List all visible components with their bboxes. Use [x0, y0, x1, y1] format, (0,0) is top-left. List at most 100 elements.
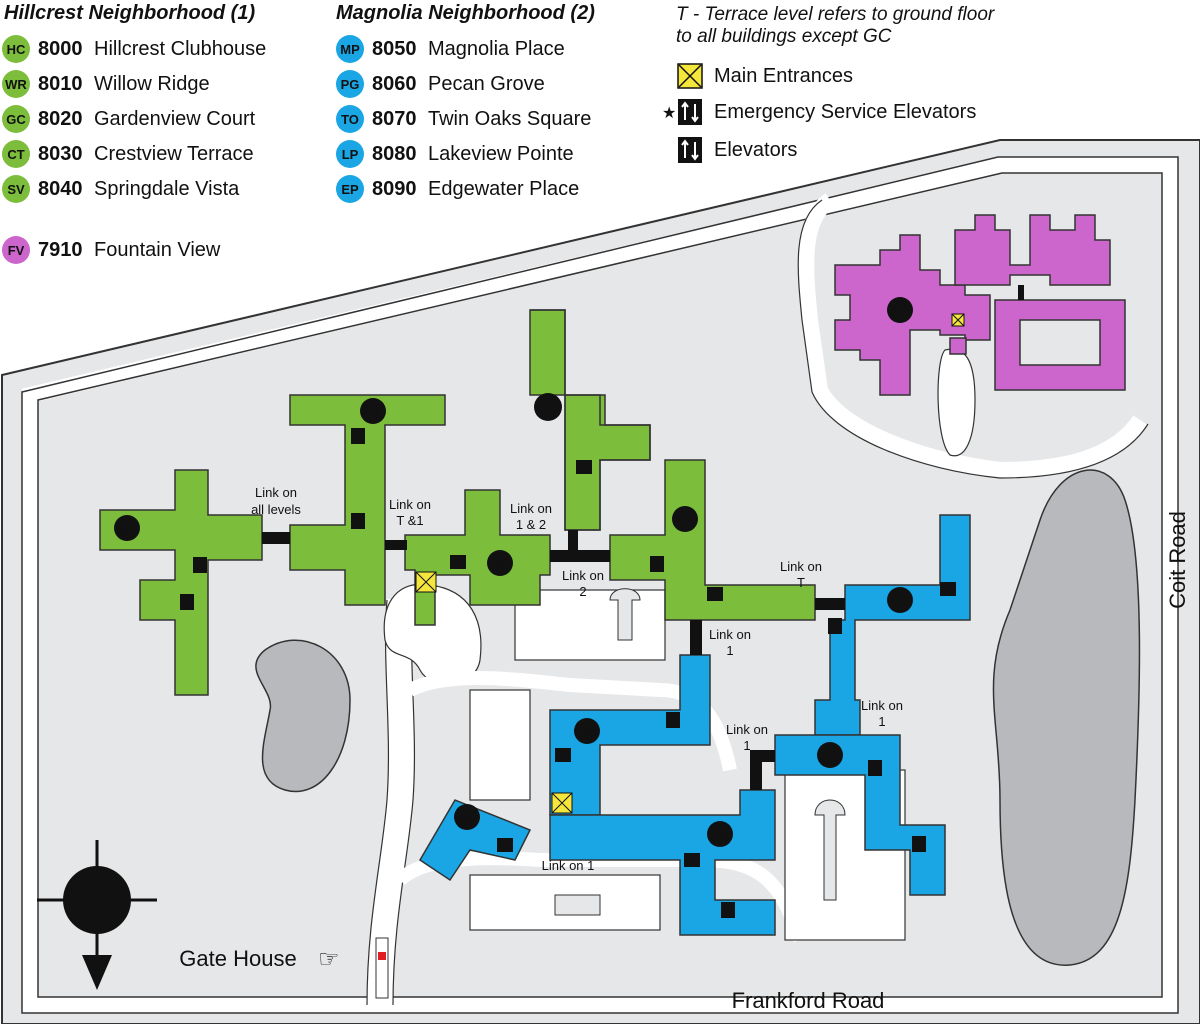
legend-code: 8010	[38, 72, 83, 95]
main-entry-road	[367, 598, 415, 1006]
coit-road-label: Coit Road	[1165, 511, 1190, 609]
fv-drive	[798, 193, 1147, 479]
key-main-entrances: Main Entrances	[676, 62, 853, 90]
elevator-markers	[180, 428, 956, 918]
frankford-road-label: Frankford Road	[732, 988, 885, 1013]
legend-code: 8040	[38, 177, 83, 200]
svg-text:Link on: Link on	[562, 568, 604, 583]
elevator-icon	[676, 136, 704, 164]
key-emergency-elevators: ★ Emergency Service Elevators	[660, 98, 976, 126]
legend-name: Lakeview Pointe	[428, 142, 574, 165]
svg-text:GC: GC	[539, 401, 557, 415]
pg-badge: PG	[336, 70, 364, 98]
badge-sv[interactable]: SV	[114, 515, 140, 541]
legend-code: 7910	[38, 238, 83, 261]
svg-text:Link on: Link on	[389, 497, 431, 512]
badge-pg[interactable]: PG	[574, 718, 600, 744]
lp-badge: LP	[336, 140, 364, 168]
main-entrance-pg	[551, 792, 573, 814]
building-hc[interactable]	[404, 489, 551, 626]
main-entrances-label: Main Entrances	[714, 64, 853, 87]
svg-text:T &1: T &1	[396, 513, 423, 528]
svg-text:N: N	[85, 883, 108, 919]
gate-house-label: Gate House	[179, 946, 296, 971]
fv-badge: FV	[2, 236, 30, 264]
legend-name: Springdale Vista	[94, 177, 240, 200]
building-lp[interactable]	[774, 734, 946, 896]
badge-lp[interactable]: LP	[817, 742, 843, 768]
svg-text:all levels: all levels	[251, 502, 301, 517]
key-elevators: Elevators	[676, 136, 797, 164]
building-gc[interactable]	[529, 309, 651, 531]
parking-island-1	[609, 588, 641, 641]
legend-code: 8050	[372, 37, 417, 60]
legend-code: 8080	[372, 142, 417, 165]
svg-text:1: 1	[726, 643, 733, 658]
terrace-note-line2: to all buildings except GC	[676, 26, 892, 47]
badge-gc[interactable]: GC	[534, 393, 562, 421]
svg-text:SV: SV	[119, 522, 135, 536]
main-entrance-icon	[676, 62, 704, 90]
legend-item-fv[interactable]: FV 7910 Fountain View	[2, 235, 220, 265]
pointing-hand-icon: ☞	[318, 946, 340, 973]
parking-island-3	[554, 894, 601, 916]
pond-west	[255, 639, 351, 793]
svg-text:Link on: Link on	[861, 698, 903, 713]
svg-text:WR: WR	[675, 513, 695, 527]
link-label-wr1: Link on1	[709, 627, 751, 658]
building-ct[interactable]	[289, 394, 446, 606]
badge-ep[interactable]: EP	[887, 587, 913, 613]
terrace-note-line1: T - Terrace level refers to ground floor	[676, 4, 995, 25]
svg-text:HC: HC	[491, 557, 509, 571]
badge-to[interactable]: TO	[707, 821, 733, 847]
campus-ring-road-inner-edge	[37, 172, 1163, 998]
badge-fv[interactable]: FV	[887, 297, 913, 323]
hc-badge: HC	[2, 35, 30, 63]
link-label-onT: Link onT	[780, 559, 822, 590]
legend-name: Pecan Grove	[428, 72, 545, 95]
svg-text:Link on: Link on	[709, 627, 751, 642]
gate-house-marker	[375, 937, 389, 999]
building-wr[interactable]	[609, 459, 816, 621]
badge-ct[interactable]: CT	[360, 398, 386, 424]
north-compass-icon: N	[37, 840, 157, 990]
legend-code: 8000	[38, 37, 83, 60]
campus-ring-road-edge	[21, 156, 1179, 1014]
svg-text:☞: ☞	[318, 946, 340, 973]
fv-roundabout	[937, 348, 976, 457]
legend-name: Twin Oaks Square	[428, 107, 592, 130]
fv-drive-edge	[797, 199, 1149, 479]
pond-east	[992, 469, 1141, 966]
mp-badge: MP	[336, 35, 364, 63]
svg-text:Link on: Link on	[255, 485, 297, 500]
magnolia-legend-title: Magnolia Neighborhood (2)	[336, 2, 595, 24]
svg-text:CT: CT	[365, 405, 382, 419]
legend-name: Edgewater Place	[428, 177, 580, 200]
link-label-on2: Link on2	[562, 568, 604, 599]
svg-text:1 & 2: 1 & 2	[516, 517, 546, 532]
legend-item-hc[interactable]: HC 8000 Hillcrest Clubhouse	[2, 34, 266, 64]
link-label-t1: Link onT &1	[389, 497, 431, 528]
svg-text:Link on: Link on	[510, 501, 552, 516]
legend-item-lp[interactable]: LP 8080 Lakeview Pointe	[336, 139, 574, 169]
campus-ring-road	[22, 157, 1178, 1013]
hc-dropoff	[383, 583, 482, 685]
badge-mp[interactable]: MP	[454, 804, 480, 830]
building-sv[interactable]	[99, 469, 263, 696]
badge-wr[interactable]: WR	[672, 506, 698, 532]
badge-hc[interactable]: HC	[487, 550, 513, 576]
legend-name: Hillcrest Clubhouse	[94, 37, 267, 60]
building-mp[interactable]	[418, 799, 532, 882]
building-fv[interactable]	[834, 214, 1126, 396]
legend-name: Magnolia Place	[428, 37, 565, 60]
svg-text:1: 1	[743, 738, 750, 753]
legend-item-mp[interactable]: MP 8050 Magnolia Place	[336, 34, 565, 64]
